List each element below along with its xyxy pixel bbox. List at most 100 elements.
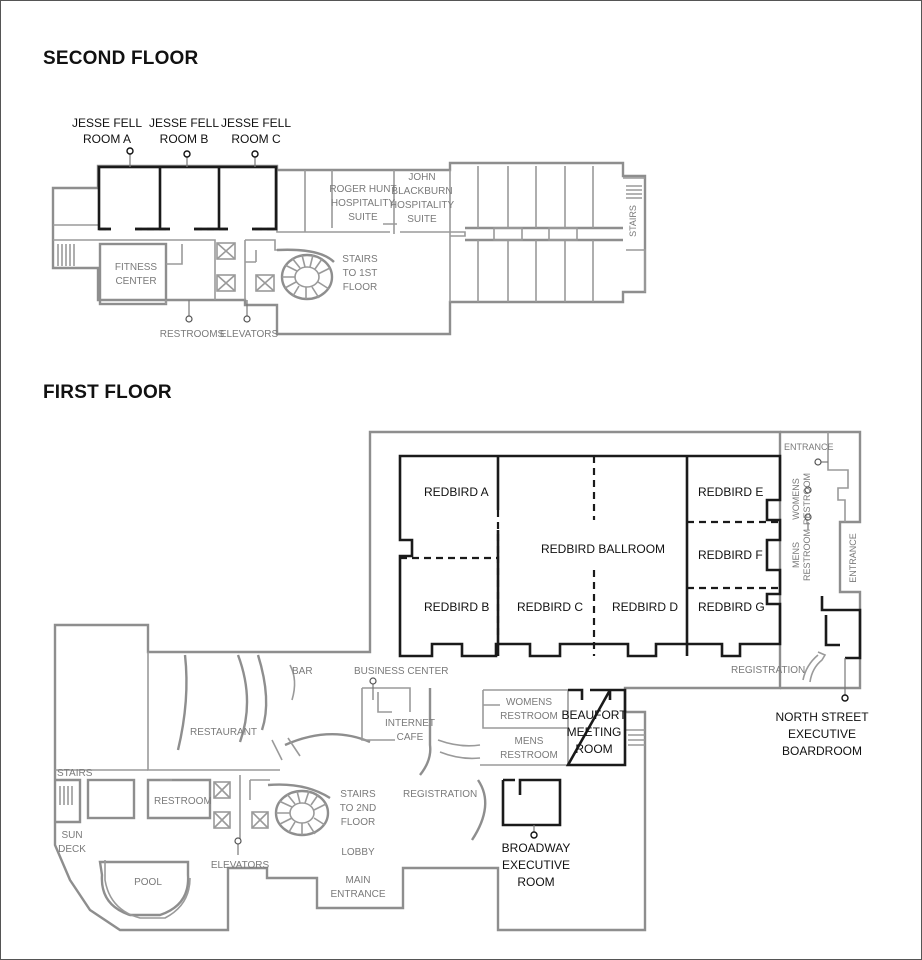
- main-entrance-line1: MAIN: [346, 875, 371, 886]
- ramp-curves: [437, 739, 481, 760]
- restaurant-curve-3: [256, 654, 268, 731]
- womens-restroom-line1: WOMENS: [506, 697, 552, 708]
- registration-right-label: REGISTRATION: [731, 665, 805, 676]
- womens-side-line1: WOMENS: [791, 478, 801, 520]
- restroom-room: [146, 778, 212, 820]
- pin-north-street: [841, 694, 849, 702]
- stairs-to-1st-line1: STAIRS: [342, 254, 378, 265]
- left-stairs-treads: [57, 244, 75, 266]
- pin-jesse-b: [183, 150, 191, 158]
- jesse-fell-c-line2: ROOM C: [231, 132, 281, 146]
- north-street-line3: BOARDROOM: [782, 744, 862, 758]
- second-floor-labels: JESSE FELL ROOM A JESSE FELL ROOM B JESS…: [72, 116, 638, 340]
- pin-restrooms: [185, 315, 193, 323]
- door-gap-a: [111, 226, 135, 232]
- entrance-top-label: ENTRANCE: [784, 442, 834, 452]
- pool-edge: [104, 860, 191, 919]
- roger-hunt-line1: ROGER HUNT: [329, 184, 396, 195]
- ballroom-outline: [398, 454, 782, 658]
- entrance-side-label: ENTRANCE: [848, 533, 858, 583]
- business-center-label: BUSINESS CENTER: [354, 666, 448, 677]
- john-blackburn-line4: SUITE: [407, 214, 437, 225]
- restrooms-label: RESTROOMS: [160, 329, 225, 340]
- restroom-walls: [165, 244, 183, 304]
- jesse-fell-a-line2: ROOM A: [83, 132, 131, 146]
- first-floor-title: FIRST FLOOR: [43, 382, 172, 403]
- first-floor-plan: [53, 430, 862, 932]
- internet-cafe-line1: INTERNET: [385, 718, 435, 729]
- suite-walls: [331, 170, 451, 232]
- pin-elevators-1st: [234, 837, 242, 845]
- ballroom-solid-dividers: [496, 456, 689, 656]
- fitness-line2: CENTER: [115, 276, 156, 287]
- door-gap-b: [170, 226, 194, 232]
- ff-elevator-3-x: [251, 811, 269, 829]
- north-street-line1: NORTH STREET: [775, 710, 869, 724]
- jesse-fell-c-line1: JESSE FELL: [221, 116, 291, 130]
- pool-label: POOL: [134, 877, 162, 888]
- mens-side-line1: MENS: [791, 542, 801, 568]
- north-street-room: [820, 596, 862, 660]
- beaufort-stairs: [625, 729, 645, 746]
- john-blackburn-line2: BLACKBURN: [391, 186, 452, 197]
- mens-restroom-line1: MENS: [515, 736, 544, 747]
- right-registration-ramp: [802, 651, 827, 683]
- restaurant-label: RESTAURANT: [190, 727, 257, 738]
- stairs-to-2nd-line3: FLOOR: [341, 817, 375, 828]
- pin-mens-side: [804, 513, 812, 521]
- stairs-to-2nd-line1: STAIRS: [340, 789, 376, 800]
- suite-door: [383, 223, 397, 234]
- redbird-d-label: REDBIRD D: [612, 600, 678, 614]
- mens-side-line2: RESTROOM: [802, 529, 812, 581]
- pin-entrance-top: [814, 458, 822, 466]
- stairs-label-right: STAIRS: [628, 205, 638, 237]
- door-gap-c: [228, 226, 252, 232]
- elevator-1: [216, 242, 236, 260]
- sun-deck-line2: DECK: [58, 844, 86, 855]
- stairs-to-1st-line3: FLOOR: [343, 282, 377, 293]
- entrance-wing: [780, 430, 862, 690]
- pin-elevators: [243, 315, 251, 323]
- lobby-label: LOBBY: [341, 847, 375, 858]
- internet-cafe-line2: CAFE: [397, 732, 424, 743]
- spiral-stairs-2nd: [276, 248, 335, 301]
- fitness-line1: FITNESS: [115, 262, 158, 273]
- second-floor-plan: [51, 147, 647, 336]
- restroom-box-left: [86, 778, 136, 820]
- ff-elevator-2-x: [213, 811, 231, 829]
- restaurant-walls: [147, 652, 280, 771]
- first-floor-leaders: [234, 458, 849, 855]
- mid-restroom-divider: [482, 690, 568, 729]
- broadway-line3: ROOM: [517, 875, 554, 889]
- beaufort-line1: BEAUFORT: [561, 708, 627, 722]
- broadway-room: [501, 778, 562, 827]
- bar-label: BAR: [292, 666, 313, 677]
- jesse-fell-a-line1: JESSE FELL: [72, 116, 142, 130]
- redbird-c-label: REDBIRD C: [517, 600, 583, 614]
- registration-label: REGISTRATION: [403, 789, 477, 800]
- stairs-left-label: STAIRS: [57, 768, 93, 779]
- roger-hunt-line2: HOSPITALITY: [331, 198, 396, 209]
- stairs-to-2nd-line2: TO 2ND: [340, 803, 377, 814]
- north-street-line2: EXECUTIVE: [788, 727, 856, 741]
- elevator-3: [255, 274, 275, 292]
- redbird-ballroom-label: REDBIRD BALLROOM: [541, 542, 665, 556]
- beaufort-line2: MEETING: [567, 725, 622, 739]
- jesse-fell-b-line2: ROOM B: [160, 132, 209, 146]
- pin-womens-side: [804, 486, 812, 494]
- redbird-ballroom: [398, 454, 782, 658]
- elevator-2: [216, 274, 236, 292]
- ff-elevator-1-x: [213, 781, 231, 799]
- elevator-walls: [244, 240, 257, 300]
- ff-elevator-2: [213, 811, 231, 829]
- elevator-2-x: [216, 274, 236, 292]
- beaufort-room: [565, 688, 627, 767]
- womens-restroom-line2: RESTROOM: [500, 711, 558, 722]
- elevators-label: ELEVATORS: [220, 329, 279, 340]
- first-floor-outline: [53, 430, 782, 932]
- jesse-fell-rooms: [97, 165, 278, 231]
- left-stairs-treads: [59, 786, 73, 805]
- ff-elevator-walls: [239, 775, 270, 840]
- main-entrance-line2: ENTRANCE: [330, 889, 385, 900]
